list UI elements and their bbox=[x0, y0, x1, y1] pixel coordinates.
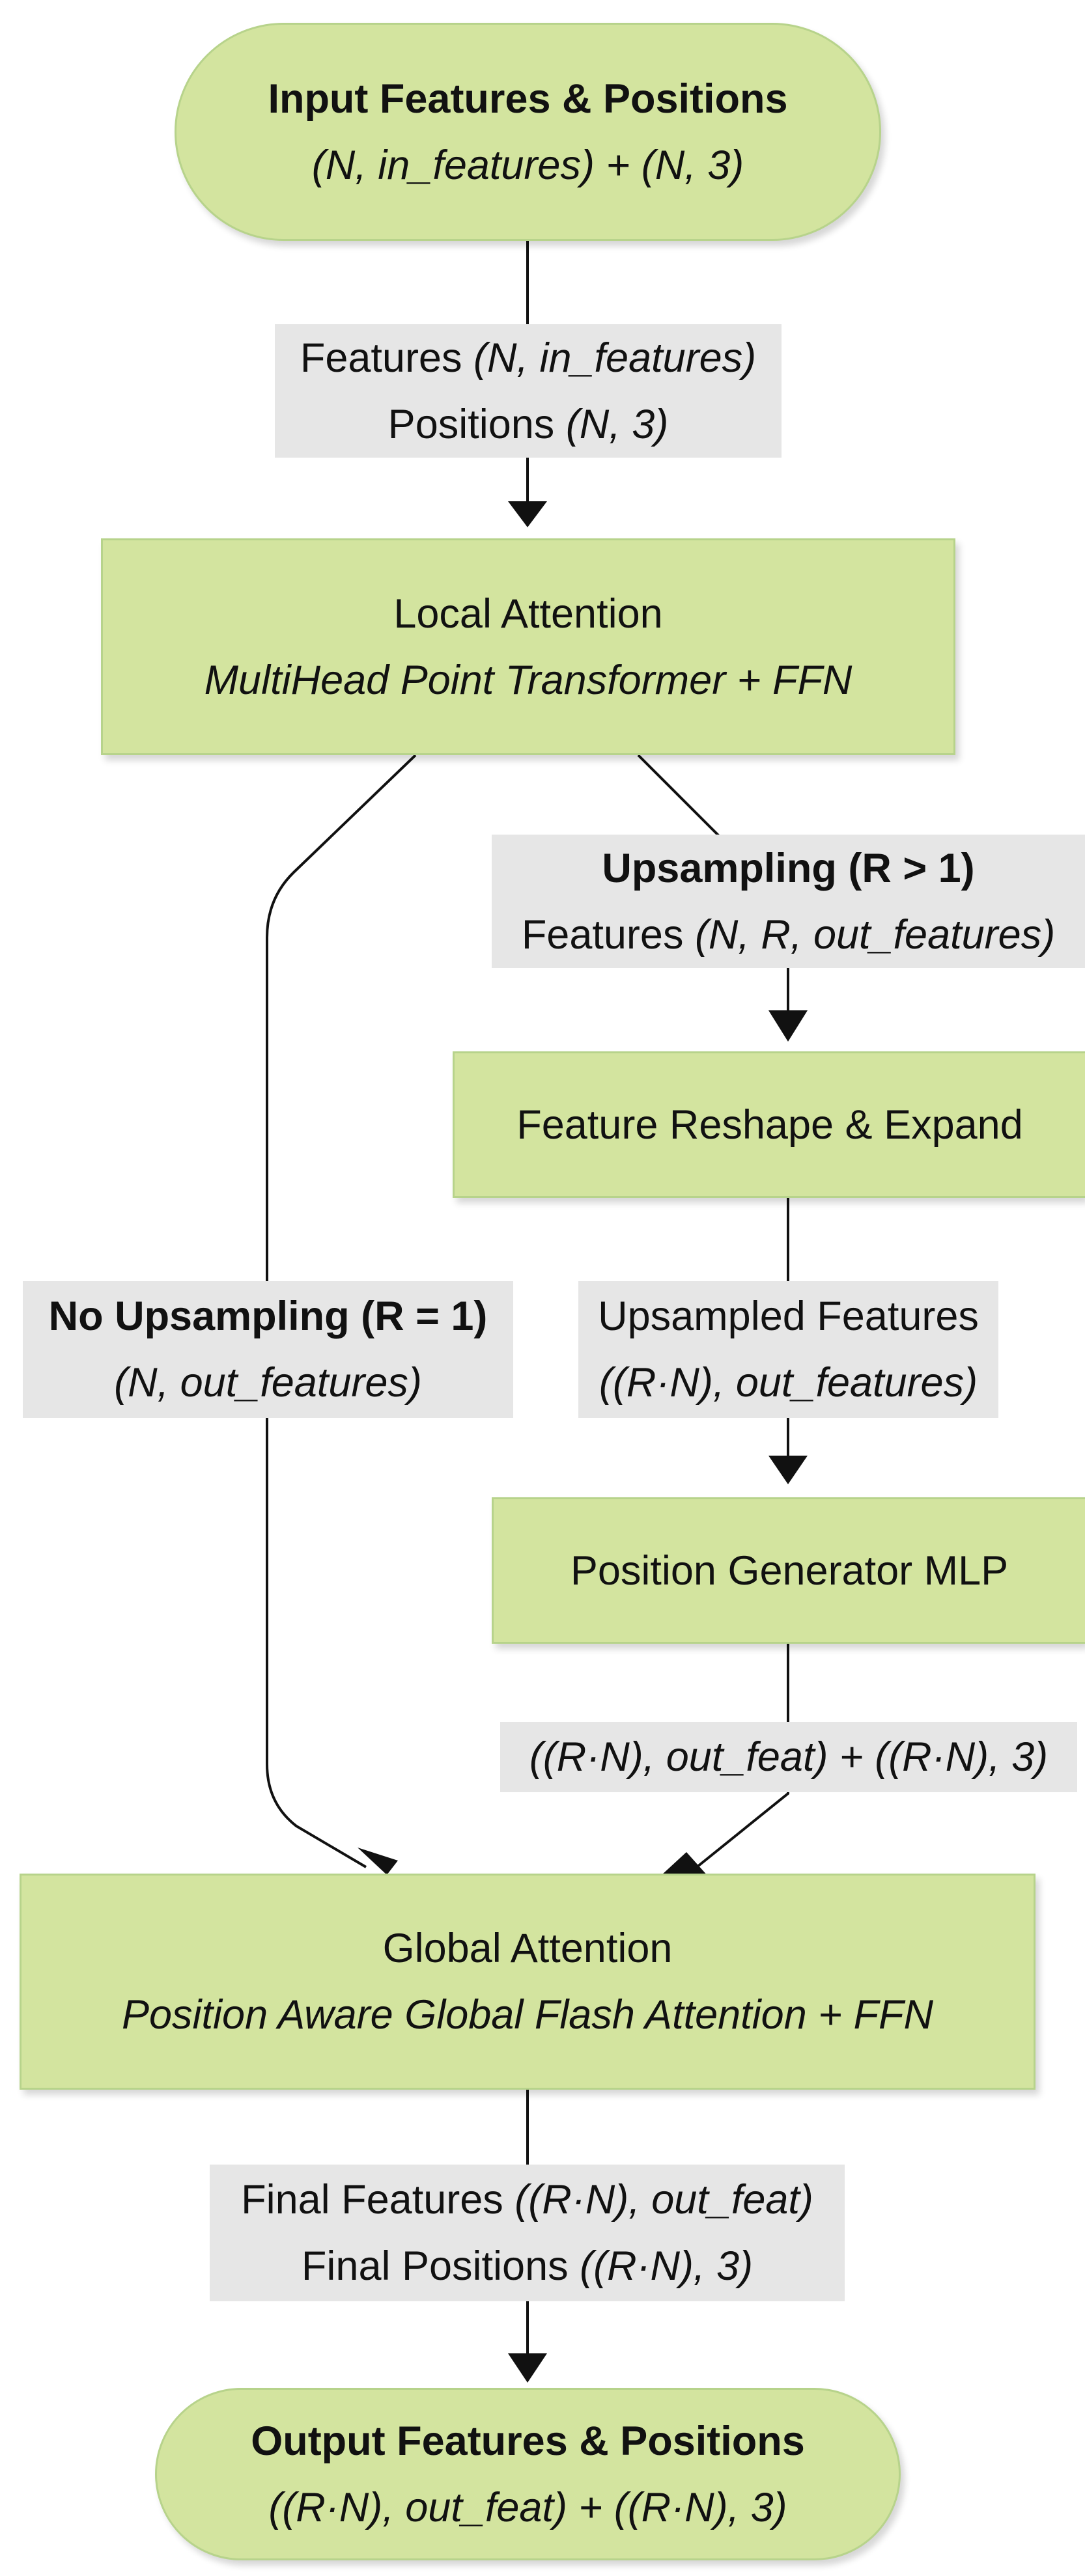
arrowhead-global-left bbox=[358, 1848, 398, 1875]
label-shape: (N, 3) bbox=[565, 401, 669, 447]
node-output: Output Features & Positions ((R·N), out_… bbox=[155, 2388, 901, 2560]
label-shape: ((R·N), 3) bbox=[580, 2243, 754, 2289]
label-prefix: Final Features bbox=[241, 2177, 515, 2223]
node-output-subtitle: ((R·N), out_feat) + ((R·N), 3) bbox=[268, 2484, 787, 2530]
node-local-attention-title: Local Attention bbox=[393, 590, 663, 637]
arrowhead-global-right bbox=[662, 1852, 709, 1877]
arrowhead-posgen bbox=[768, 1456, 808, 1484]
node-global-attention: Global Attention Position Aware Global F… bbox=[20, 1874, 1036, 2090]
label-shape: ((R·N), out_feat) bbox=[514, 2177, 813, 2223]
label-prefix: Final Positions bbox=[301, 2243, 580, 2289]
edge-label-reshape-to-posgen-shape: ((R·N), out_features) bbox=[599, 1360, 978, 1406]
node-global-attention-subtitle: Position Aware Global Flash Attention + … bbox=[121, 1992, 933, 2038]
arrowhead-output bbox=[508, 2353, 547, 2383]
edge-label-reshape-to-posgen: Upsampled Features ((R·N), out_features) bbox=[578, 1281, 998, 1418]
label-prefix: Features bbox=[300, 335, 473, 381]
edge-label-line: Final Positions ((R·N), 3) bbox=[302, 2233, 753, 2299]
edge-label-no-upsampling-shape: (N, out_features) bbox=[114, 1360, 422, 1406]
edge-label-posgen-to-global: ((R·N), out_feat) + ((R·N), 3) bbox=[500, 1722, 1077, 1792]
edge-label-no-upsampling-heading: No Upsampling (R = 1) bbox=[48, 1294, 488, 1339]
edge-label-line: Final Features ((R·N), out_feat) bbox=[241, 2167, 813, 2233]
node-input-title: Input Features & Positions bbox=[268, 76, 788, 122]
node-feature-reshape-title: Feature Reshape & Expand bbox=[516, 1101, 1023, 1148]
edge-label-upsampling: Upsampling (R > 1) Features (N, R, out_f… bbox=[492, 835, 1085, 968]
node-local-attention-subtitle: MultiHead Point Transformer + FFN bbox=[204, 657, 852, 703]
edge-label-reshape-to-posgen-line1: Upsampled Features bbox=[598, 1294, 979, 1339]
edge-label-posgen-to-global-shape: ((R·N), out_feat) + ((R·N), 3) bbox=[529, 1734, 1049, 1780]
label-prefix: Features bbox=[521, 911, 695, 958]
edge-label-line: Features (N, in_features) bbox=[300, 325, 756, 391]
label-shape: (N, in_features) bbox=[473, 335, 757, 381]
node-position-generator: Position Generator MLP bbox=[492, 1497, 1085, 1644]
node-global-attention-title: Global Attention bbox=[382, 1926, 673, 1971]
node-input: Input Features & Positions (N, in_featur… bbox=[175, 23, 881, 241]
edge-label-upsampling-heading: Upsampling (R > 1) bbox=[602, 845, 975, 891]
edge-posgen-to-global-line bbox=[696, 1644, 789, 1868]
edge-label-no-upsampling: No Upsampling (R = 1) (N, out_features) bbox=[23, 1281, 513, 1418]
arrowhead-local bbox=[508, 501, 547, 527]
edge-label-input-to-local: Features (N, in_features) Positions (N, … bbox=[275, 324, 782, 458]
edge-label-global-to-output: Final Features ((R·N), out_feat) Final P… bbox=[210, 2165, 845, 2301]
label-prefix: Positions bbox=[388, 401, 566, 447]
label-shape: (N, R, out_features) bbox=[694, 911, 1056, 958]
node-local-attention: Local Attention MultiHead Point Transfor… bbox=[101, 538, 955, 755]
node-feature-reshape: Feature Reshape & Expand bbox=[453, 1051, 1085, 1198]
arrowhead-reshape bbox=[768, 1010, 808, 1042]
edge-label-line: Positions (N, 3) bbox=[388, 391, 669, 458]
node-input-subtitle: (N, in_features) + (N, 3) bbox=[311, 142, 744, 188]
node-output-title: Output Features & Positions bbox=[251, 2418, 805, 2464]
edge-label-line: Features (N, R, out_features) bbox=[522, 902, 1055, 968]
node-position-generator-title: Position Generator MLP bbox=[570, 1547, 1009, 1594]
